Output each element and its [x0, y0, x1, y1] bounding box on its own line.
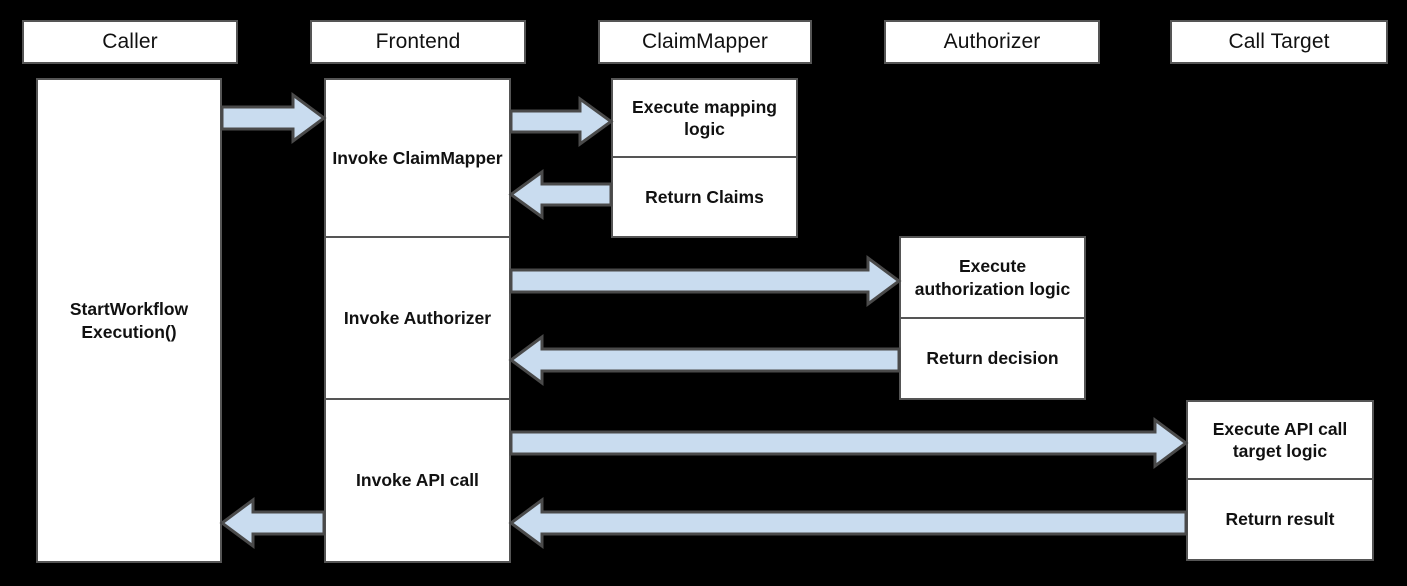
activation-authorizer-1-label: Execute authorization logic	[914, 256, 1071, 299]
lane-header-calltarget-label: Call Target	[1228, 30, 1330, 53]
lane-header-claimmapper-label: ClaimMapper	[642, 30, 768, 53]
message-arrow-frontend-to-calltarget	[509, 417, 1189, 469]
message-arrow-authorizer-to-frontend	[508, 334, 901, 386]
message-arrow-frontend-to-claimmapper	[509, 96, 614, 147]
activation-claimmapper-2-label: Return Claims	[645, 186, 764, 207]
activation-frontend-2: Invoke Authorizer	[324, 237, 511, 399]
message-arrow-caller-to-frontend	[220, 92, 327, 144]
activation-authorizer-2: Return decision	[899, 318, 1086, 400]
message-arrow-frontend-to-authorizer	[509, 255, 902, 307]
lane-header-calltarget: Call Target	[1170, 20, 1388, 64]
activation-frontend-3-label: Invoke API call	[356, 470, 479, 491]
activation-frontend-2-label: Invoke Authorizer	[343, 307, 492, 328]
activation-calltarget-2: Return result	[1186, 479, 1374, 561]
activation-claimmapper-1: Execute mapping logic	[611, 78, 798, 157]
activation-frontend-1: Invoke ClaimMapper	[324, 78, 511, 237]
lane-header-frontend: Frontend	[310, 20, 526, 64]
activation-authorizer-1: Execute authorization logic	[899, 236, 1086, 318]
message-arrow-claimmapper-to-frontend	[508, 169, 613, 220]
activation-claimmapper-1-label: Execute mapping logic	[632, 96, 777, 139]
lane-header-claimmapper: ClaimMapper	[598, 20, 812, 64]
lane-header-authorizer: Authorizer	[884, 20, 1100, 64]
activation-frontend-1-label: Invoke ClaimMapper	[332, 147, 503, 168]
activation-claimmapper-2: Return Claims	[611, 157, 798, 238]
activation-caller-main-label: StartWorkflow Execution()	[69, 299, 189, 342]
lane-header-caller: Caller	[22, 20, 238, 64]
message-arrow-frontend-to-caller	[219, 497, 326, 549]
activation-calltarget-1: Execute API call target logic	[1186, 400, 1374, 479]
lane-header-frontend-label: Frontend	[375, 30, 461, 53]
activation-calltarget-2-label: Return result	[1225, 509, 1335, 530]
activation-calltarget-1-label: Execute API call target logic	[1212, 418, 1348, 461]
activation-caller-main: StartWorkflow Execution()	[36, 78, 222, 563]
activation-authorizer-2-label: Return decision	[926, 348, 1059, 369]
activation-frontend-3: Invoke API call	[324, 399, 511, 563]
lane-header-authorizer-label: Authorizer	[943, 30, 1041, 53]
lane-header-caller-label: Caller	[102, 30, 158, 53]
message-arrow-calltarget-to-frontend	[508, 497, 1188, 549]
